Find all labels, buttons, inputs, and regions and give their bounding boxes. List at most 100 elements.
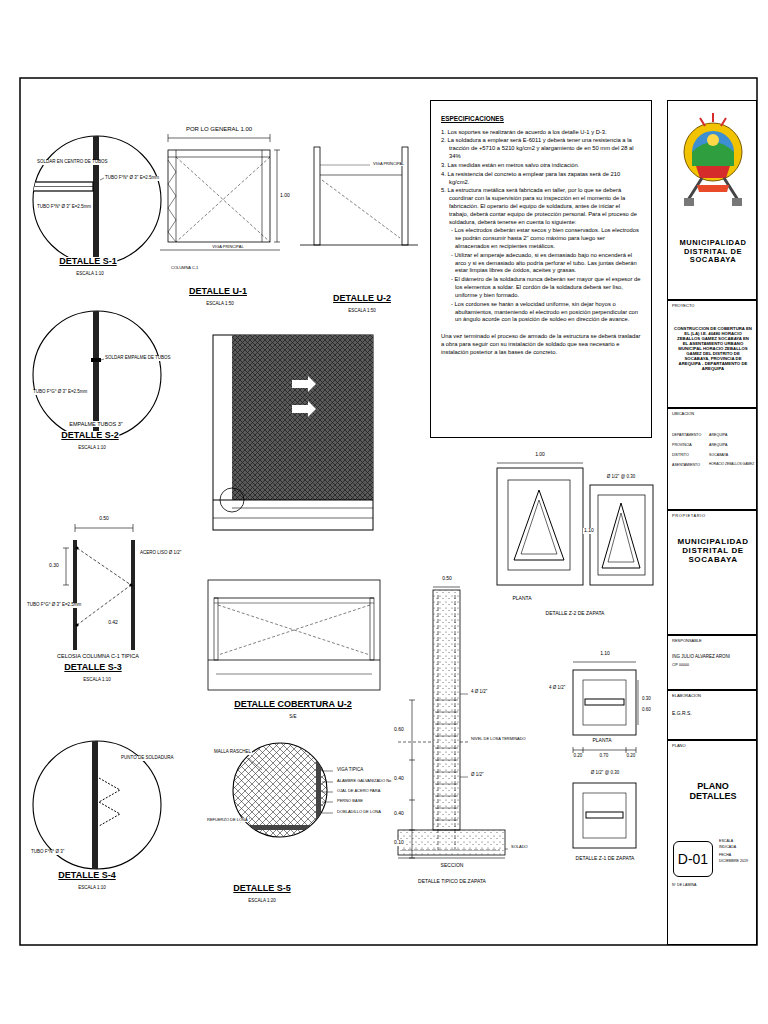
- footing-z2-plan: [514, 490, 564, 560]
- annotation-label: SOLDAR EMPALME DE TUBOS: [104, 356, 172, 361]
- detail-s3: [66, 548, 67, 585]
- detail-s3: [75, 546, 78, 549]
- cell-text: E.G.R.S.: [671, 711, 693, 717]
- typical-footing-section: [433, 590, 460, 830]
- mesh-cover-elevation: [292, 376, 316, 392]
- municipal-logo: [700, 113, 726, 126]
- footing-z1-plan: [586, 812, 623, 818]
- detail-title: DETALLE COBERTURA U-2: [233, 700, 353, 710]
- annotation-label: EMPALME TUBOS 3": [68, 421, 123, 427]
- detail-s4: [92, 735, 120, 875]
- detail-s3: [75, 524, 76, 532]
- detail-title: DETALLE S-2: [60, 431, 119, 441]
- annotation-label: 4 Ø 1/2": [470, 690, 488, 695]
- detail-u1: [160, 134, 280, 250]
- detail-s1: [30, 186, 93, 187]
- annotation-label: TUBO F°G° Ø 3" E=2.5mm: [26, 603, 82, 608]
- cell-text: DEPARTAMENTO: [671, 433, 702, 437]
- footing-z1-plan: [573, 747, 636, 753]
- footing-z1-plan: [585, 699, 624, 705]
- detail-s3: [129, 583, 132, 586]
- detail-cover-u2: [208, 580, 380, 690]
- detail-s3: [63, 524, 135, 650]
- annotation-label: POR LO GENERAL 1.00: [185, 126, 253, 133]
- dimension-label: 0.60: [641, 708, 652, 713]
- owner-cell: PROPIETARIOMUNICIPALIDAD DISTRITAL DE SO…: [667, 510, 757, 635]
- cell-text: ESCALA: [718, 839, 734, 843]
- municipal-logo: [707, 134, 719, 146]
- annotation-label: ACERO LISO Ø 1/2": [139, 551, 182, 556]
- cell-text: DISTRITO: [671, 453, 690, 457]
- typical-footing-section: [460, 742, 468, 743]
- annotation-label: Ø 1/2": [470, 773, 485, 778]
- typical-footing-section: [435, 700, 458, 820]
- detail-s3: [75, 623, 78, 626]
- responsible-cell: RESPONSABLEING JULIO ALVAREZ ARONICIP 00…: [667, 635, 757, 690]
- annotation-label: NIVEL DE LOSA TERMINADO: [470, 737, 527, 741]
- annotation-label: SECCION: [440, 863, 465, 869]
- detail-u1: [168, 160, 176, 242]
- spec-item: 3. Las medidas están en metros salvo otr…: [441, 162, 641, 170]
- detail-cover-u2: [216, 674, 372, 675]
- cell-heading: ELABORACION: [671, 694, 702, 699]
- detail-s3: [75, 528, 133, 529]
- sheet-frame: [20, 78, 757, 945]
- typical-footing-section: [460, 777, 468, 778]
- detail-cover-u2: [214, 603, 374, 604]
- annotation-label: ESCALA 1:10: [75, 272, 105, 277]
- detail-s1: [30, 182, 93, 191]
- detail-s3: [133, 524, 134, 532]
- detail-u2: [314, 147, 320, 245]
- annotation-label: Ø 1/2" @ 0.30: [606, 475, 636, 480]
- detail-title: DETALLE S-4: [57, 871, 116, 881]
- mesh-cover-elevation: [220, 488, 244, 512]
- annotation-label: 4 Ø 1/2": [548, 686, 566, 691]
- footing-z2-plan: [508, 480, 570, 570]
- annotation-label: S/E: [288, 715, 297, 720]
- annotation-label: ESCALA 1:10: [77, 886, 107, 891]
- typical-footing-section: [505, 849, 508, 850]
- dimension-label: 1.10: [599, 651, 611, 657]
- typical-footing-section: [460, 694, 468, 695]
- footing-z2-plan: [590, 485, 653, 585]
- detail-cover-u2: [208, 580, 380, 690]
- detail-cover-u2: [208, 660, 380, 661]
- annotation-label: SOLDAR EN CENTRO DE TUBOS: [36, 160, 108, 165]
- cell-heading: UBICACION: [671, 412, 695, 417]
- annotation-label: TUBO F°N° Ø 3" E=2.5mm: [104, 176, 160, 181]
- footing-z2-plan: [497, 463, 583, 464]
- municipal-logo: [684, 113, 742, 206]
- cell-text: HORACIO ZEBALLOS GAMEZ: [708, 463, 755, 467]
- typical-footing-section: [455, 595, 456, 850]
- detail-s5: [233, 825, 321, 830]
- detail-u1: [176, 157, 270, 242]
- annotation-label: PLANTA: [591, 738, 612, 744]
- footing-z1-plan: [573, 783, 636, 848]
- annotation-label: CELOSIA COLUMNA C-1 TIPICA: [56, 653, 140, 659]
- detail-cover-u2: [218, 605, 370, 655]
- spec-bullet: - Los cordones se harán a velocidad unif…: [441, 301, 641, 324]
- sheet-cell: D-01PLANOPLANO DETALLESESCALAINDICADAFEC…: [667, 740, 757, 945]
- annotation-label: ESCALA 1:50: [205, 302, 235, 307]
- municipal-logo: [732, 198, 742, 206]
- cell-heading: PLANO: [671, 744, 687, 749]
- cell-heading: RESPONSABLE: [671, 639, 703, 644]
- spec-bullet: - Los electrodos deberán estar secos y b…: [441, 227, 641, 250]
- footing-z1-plan: [573, 750, 636, 751]
- spec-item: 5. La estructura metálica será fabricada…: [441, 187, 641, 226]
- typical-footing-section: [398, 830, 505, 855]
- dimension-label: 0.50: [441, 576, 453, 582]
- municipal-logo: [684, 123, 742, 181]
- detail-s3: [131, 540, 135, 650]
- detail-u1: [160, 250, 280, 251]
- annotation-label: OJAL DE ACERO PARA: [336, 789, 381, 793]
- dimension-label: 0.10: [393, 840, 405, 846]
- detail-s3: [77, 548, 131, 625]
- cell-text: AREQUIPA: [708, 443, 728, 447]
- cell-text: SOCABAYA: [708, 453, 729, 457]
- annotation-label: TUBO F°N° Ø 3" E=2.5mm: [36, 205, 92, 210]
- annotation-label: ESCALA 1:10: [82, 678, 112, 683]
- dimension-label: 0.60: [393, 727, 405, 733]
- annotation-label: SOLADO: [510, 845, 529, 849]
- detail-cover-u2: [370, 598, 374, 660]
